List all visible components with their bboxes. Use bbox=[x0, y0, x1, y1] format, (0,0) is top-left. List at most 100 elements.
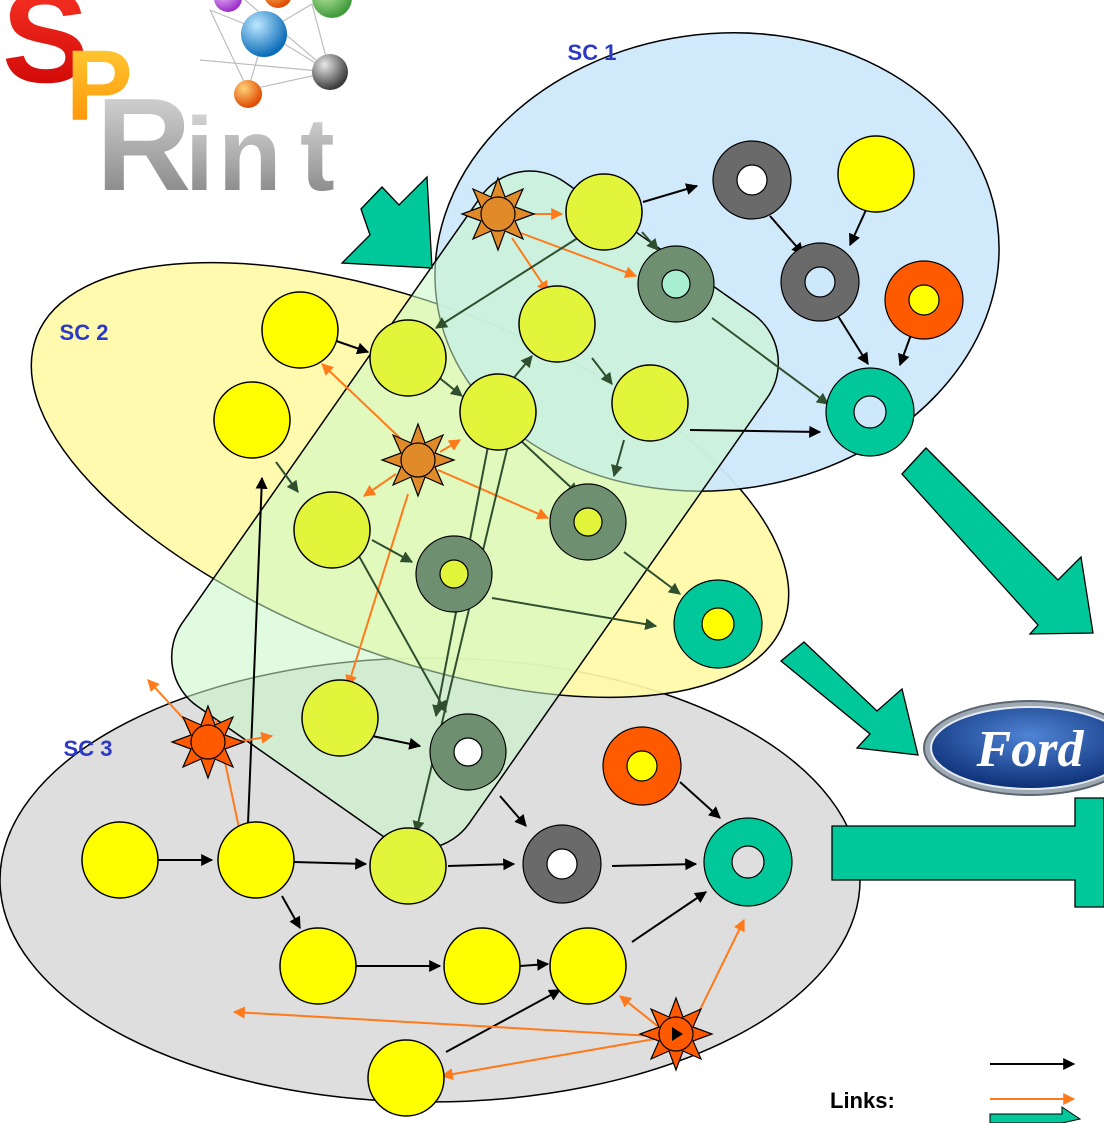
ring-node-dark-green-outline bbox=[549, 483, 627, 561]
link-black bbox=[631, 891, 707, 943]
logo-letter-p: P bbox=[66, 30, 133, 142]
ring-node-teal-outline bbox=[825, 367, 915, 457]
ring-node-gray-outline bbox=[780, 242, 860, 322]
link-dark-green bbox=[519, 439, 579, 495]
ring-node-dark-green-inner bbox=[661, 269, 691, 299]
link-dark-green bbox=[275, 461, 299, 493]
link-black bbox=[642, 183, 699, 203]
ring-node-gray-inner bbox=[804, 266, 836, 298]
ring-node-orange-outline bbox=[884, 260, 964, 340]
link-orange bbox=[693, 918, 745, 1023]
ring-node-gray bbox=[781, 243, 859, 321]
ring-node-dark-green-inner bbox=[453, 737, 483, 767]
flow-arrows bbox=[340, 175, 1104, 908]
ring-node-dark-green bbox=[416, 536, 492, 612]
link-black bbox=[281, 895, 301, 930]
link-black bbox=[519, 958, 550, 971]
link-black bbox=[611, 858, 698, 871]
cluster-sc3-label: SC 3 bbox=[64, 736, 113, 761]
flow-arrow-into-band bbox=[340, 175, 433, 269]
ford-logo-text: Ford bbox=[976, 721, 1085, 778]
ring-nodes bbox=[415, 140, 964, 907]
link-dark-green bbox=[434, 233, 585, 329]
logo-letter-s: S bbox=[2, 0, 89, 110]
ring-node-gray-inner bbox=[546, 848, 578, 880]
link-black bbox=[679, 781, 721, 819]
company-node bbox=[293, 491, 371, 569]
hub-star-icon bbox=[638, 996, 714, 1072]
hub-star-icon bbox=[380, 422, 456, 498]
link-dark-green bbox=[641, 231, 659, 251]
ring-node-teal-inner bbox=[701, 607, 735, 641]
link-orange bbox=[437, 469, 550, 520]
ring-node-teal-outline bbox=[703, 817, 793, 907]
ford-logo: Ford bbox=[923, 700, 1104, 796]
company-node bbox=[518, 285, 596, 363]
ring-node-teal bbox=[704, 818, 792, 906]
flow-arrow-sc3-to-oem bbox=[831, 797, 1104, 908]
ring-node-dark-green-inner bbox=[573, 507, 603, 537]
link-black bbox=[293, 857, 368, 870]
company-node bbox=[261, 291, 339, 369]
link-orange bbox=[321, 363, 401, 439]
link-dark-green bbox=[349, 539, 447, 714]
company-node bbox=[459, 373, 537, 451]
link-dark-green bbox=[491, 597, 658, 631]
ring-node-dark-green bbox=[430, 714, 506, 790]
logo-letter-r: R bbox=[96, 71, 191, 218]
link-black bbox=[499, 795, 527, 827]
ring-node-dark-green bbox=[638, 246, 714, 322]
company-node bbox=[213, 381, 291, 459]
logo-ball-orange bbox=[234, 80, 262, 108]
hub-star-icon bbox=[460, 176, 536, 252]
company-node bbox=[549, 927, 627, 1005]
logo-ball-gray bbox=[312, 54, 348, 90]
link-orange bbox=[517, 231, 638, 278]
company-node bbox=[369, 319, 447, 397]
ring-node-gray bbox=[523, 825, 601, 903]
link-black bbox=[837, 315, 869, 366]
ring-node-teal-outline bbox=[673, 579, 763, 669]
company-node bbox=[443, 927, 521, 1005]
ring-node-dark-green-inner bbox=[439, 559, 469, 589]
company-node bbox=[565, 173, 643, 251]
company-node bbox=[367, 1039, 445, 1117]
cluster-sc2-label: SC 2 bbox=[60, 320, 109, 345]
ring-node-gray-outline bbox=[712, 140, 792, 220]
ring-node-gray-outline bbox=[522, 824, 602, 904]
link-orange bbox=[439, 439, 462, 453]
ring-node-orange-inner bbox=[626, 750, 658, 782]
ring-node-orange-outline bbox=[602, 726, 682, 806]
link-orange bbox=[363, 473, 397, 497]
company-node bbox=[217, 821, 295, 899]
ring-node-orange bbox=[603, 727, 681, 805]
legend-label: Links: bbox=[830, 1088, 895, 1113]
company-node bbox=[301, 679, 379, 757]
logo-letter-n: n bbox=[218, 97, 282, 213]
links-legend: Links: bbox=[830, 1058, 1082, 1123]
link-orange bbox=[619, 995, 661, 1029]
flow-arrow-sc1-to-oem bbox=[901, 447, 1094, 635]
link-black bbox=[445, 989, 562, 1053]
ring-node-orange-inner bbox=[908, 284, 940, 316]
star-nodes bbox=[170, 176, 714, 1072]
link-black bbox=[769, 215, 804, 255]
link-orange bbox=[440, 1037, 661, 1081]
link-dark-green bbox=[711, 317, 829, 405]
ring-node-teal bbox=[674, 580, 762, 668]
link-dark-green bbox=[591, 357, 613, 385]
flow-arrow-sc2-to-oem bbox=[779, 641, 919, 756]
ring-node-dark-green-outline bbox=[637, 245, 715, 323]
link-orange bbox=[511, 237, 549, 293]
link-black bbox=[898, 331, 913, 367]
ring-node-gray bbox=[713, 141, 791, 219]
logo-ball-red bbox=[265, 0, 291, 8]
ring-node-dark-green-outline bbox=[429, 713, 507, 791]
company-node bbox=[369, 827, 447, 905]
ring-node-dark-green-outline bbox=[415, 535, 493, 613]
legend-flow-arrow-sample bbox=[989, 1106, 1082, 1123]
link-black bbox=[447, 858, 516, 871]
ring-node-orange bbox=[885, 261, 963, 339]
logo-ball-green bbox=[312, 0, 352, 18]
